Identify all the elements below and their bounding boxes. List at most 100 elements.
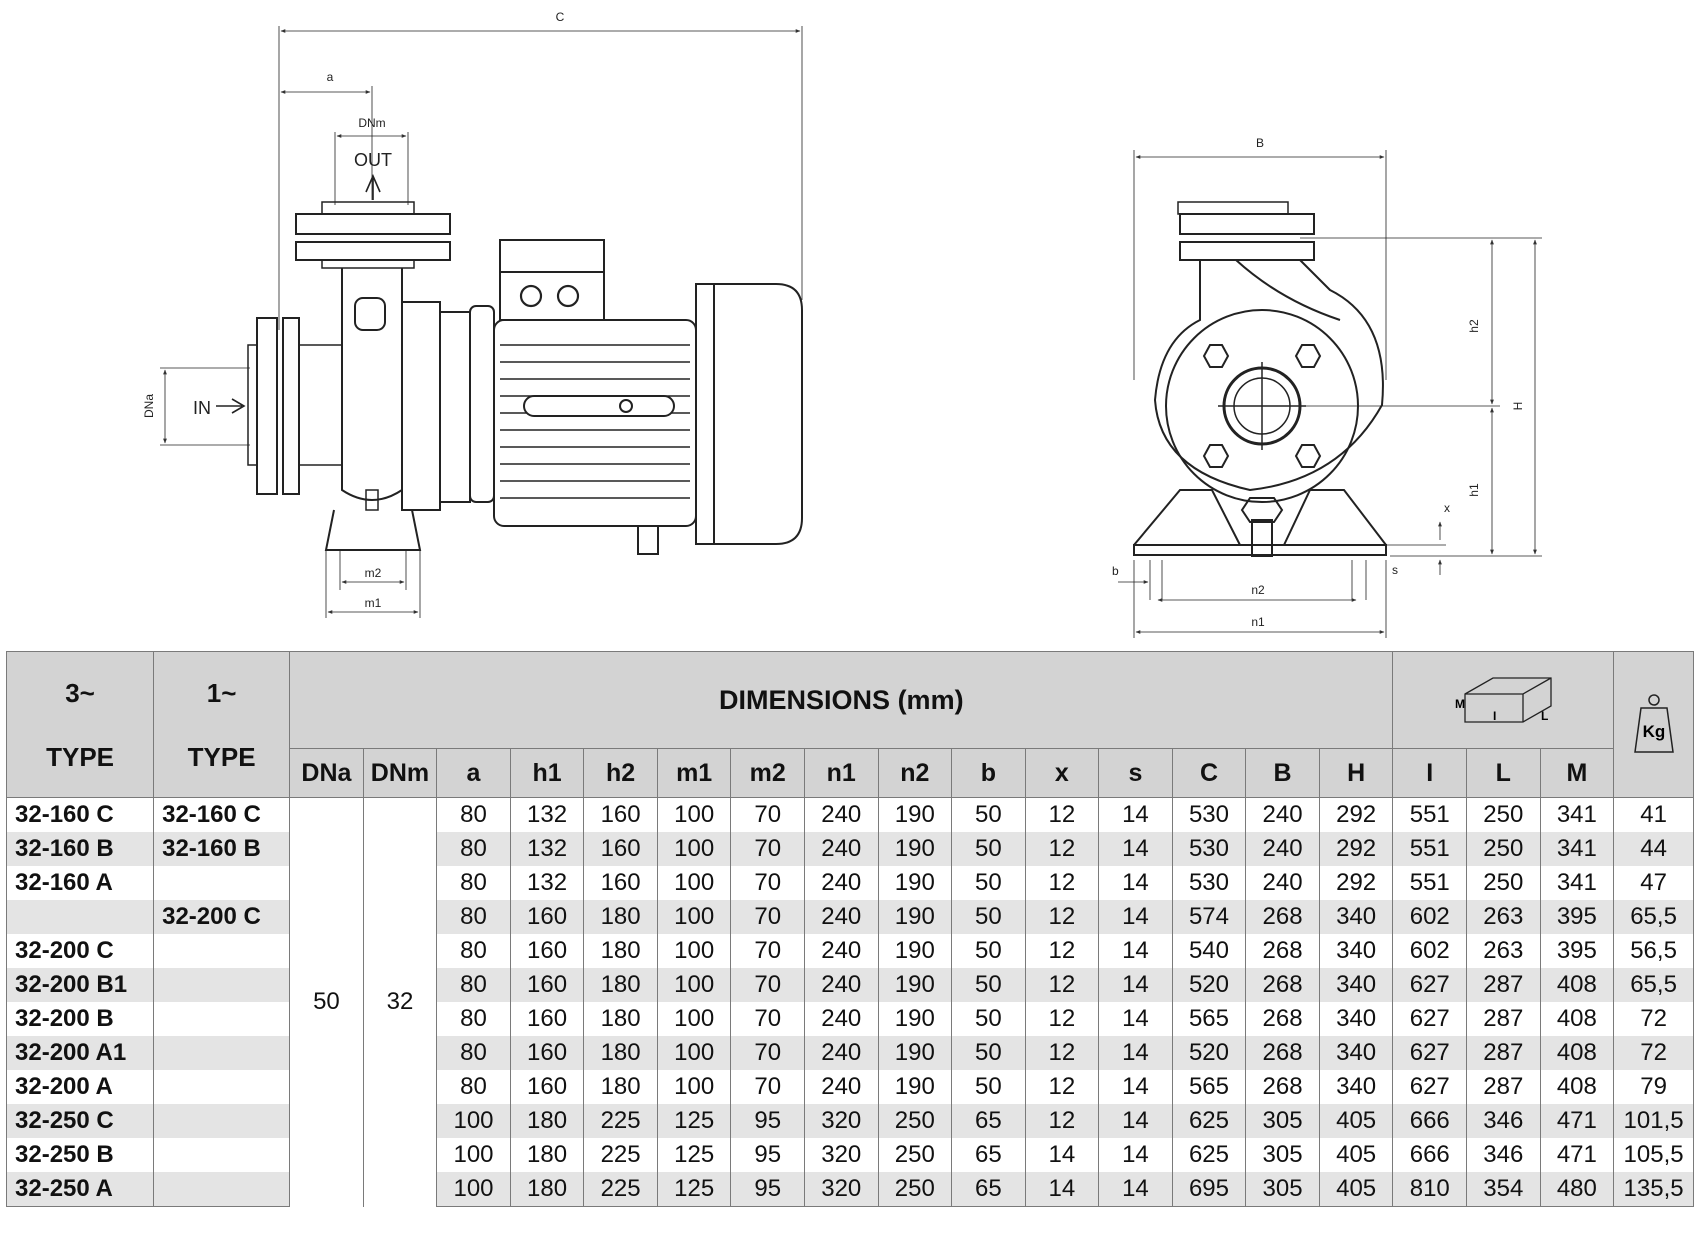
- table-cell: 14: [1098, 1104, 1173, 1138]
- table-cell: 14: [1098, 832, 1173, 866]
- table-cell: 80: [436, 797, 511, 832]
- table-cell: 70: [730, 832, 805, 866]
- table-cell: 65,5: [1613, 968, 1694, 1002]
- table-cell: 346: [1466, 1104, 1541, 1138]
- table-cell: 14: [1098, 1002, 1173, 1036]
- table-cell: 70: [730, 866, 805, 900]
- table-cell: 125: [656, 1104, 732, 1138]
- single-phase-type-cell: [153, 1172, 291, 1207]
- table-cell: 12: [1024, 934, 1100, 968]
- table-cell: 160: [583, 866, 658, 900]
- table-cell: 72: [1613, 1002, 1694, 1036]
- three-phase-type-cell: 32-200 C: [5, 934, 155, 968]
- three-phase-symbol: 3~: [65, 677, 95, 708]
- table-cell: 287: [1466, 1070, 1541, 1104]
- weight-icon: Kg: [1633, 693, 1674, 753]
- table-cell: 50: [951, 866, 1026, 900]
- three-phase-type-cell: 32-250 A: [5, 1172, 155, 1207]
- table-cell: 666: [1392, 1104, 1468, 1138]
- table-cell: 240: [803, 900, 879, 934]
- table-cell: 44: [1613, 832, 1694, 866]
- table-cell: 305: [1245, 1104, 1320, 1138]
- table-cell: 341: [1539, 797, 1615, 832]
- table-cell: 190: [877, 1002, 953, 1036]
- label-a: a: [327, 70, 334, 84]
- table-cell: 292: [1318, 797, 1394, 832]
- table-cell: 14: [1098, 900, 1173, 934]
- table-cell: 180: [583, 1036, 658, 1070]
- table-cell: 12: [1024, 866, 1100, 900]
- table-cell: 50: [951, 797, 1026, 832]
- table-cell: 340: [1318, 1070, 1394, 1104]
- table-cell: 95: [730, 1172, 805, 1207]
- table-cell: 530: [1171, 832, 1247, 866]
- table-cell: 100: [436, 1104, 511, 1138]
- table-cell: 190: [877, 968, 953, 1002]
- box-label-L: L: [1541, 709, 1548, 723]
- single-phase-type-cell: [153, 968, 291, 1002]
- table-cell: 125: [656, 1138, 732, 1172]
- weight-unit: Kg: [1642, 722, 1665, 741]
- table-cell: 602: [1392, 934, 1468, 968]
- table-cell: 340: [1318, 968, 1394, 1002]
- table-cell: 240: [1245, 832, 1320, 866]
- col-x: x: [1024, 748, 1100, 798]
- table-cell: 240: [1245, 866, 1320, 900]
- table-cell: 50: [951, 900, 1026, 934]
- table-cell: 160: [509, 900, 585, 934]
- label-DNa: DNa: [142, 394, 156, 418]
- label-x: x: [1444, 501, 1450, 515]
- table-cell: 79: [1613, 1070, 1694, 1104]
- col-M: M: [1539, 748, 1615, 798]
- table-cell: 50: [951, 1002, 1026, 1036]
- dimensions-header: DIMENSIONS (mm): [289, 651, 1394, 749]
- table-cell: 627: [1392, 1070, 1468, 1104]
- table-cell: 14: [1098, 1138, 1173, 1172]
- dimensions-table: 3~ TYPE 1~ TYPE DIMENSIONS (mm) M I L: [5, 651, 1694, 1207]
- label-h2: h2: [1467, 319, 1481, 333]
- single-phase-symbol: 1~: [206, 677, 237, 708]
- table-cell: 190: [877, 832, 953, 866]
- col-DNa: DNa: [289, 748, 364, 798]
- label-m1: m1: [365, 596, 382, 610]
- table-cell: 405: [1318, 1138, 1394, 1172]
- table-cell: 12: [1024, 900, 1100, 934]
- table-cell: 80: [436, 900, 511, 934]
- table-cell: 100: [656, 1036, 732, 1070]
- table-cell: 72: [1613, 1036, 1694, 1070]
- side-view-labels: C a DNm OUT IN DNa m2 m1: [142, 10, 565, 610]
- table-cell: 50: [951, 968, 1026, 1002]
- table-cell: 180: [509, 1104, 585, 1138]
- table-cell: 405: [1318, 1172, 1394, 1207]
- table-cell: 268: [1245, 1002, 1320, 1036]
- table-cell: 180: [509, 1138, 585, 1172]
- single-phase-type-cell: [153, 866, 291, 900]
- table-cell: 100: [656, 934, 732, 968]
- dnm-value-cell: 32: [362, 797, 438, 1207]
- label-s: s: [1392, 563, 1398, 577]
- table-cell: 160: [509, 968, 585, 1002]
- table-cell: 354: [1466, 1172, 1541, 1207]
- table-cell: 100: [656, 968, 732, 1002]
- table-cell: 80: [436, 1002, 511, 1036]
- single-phase-type-cell: [153, 1036, 291, 1070]
- table-cell: 190: [877, 797, 953, 832]
- table-cell: 70: [730, 1070, 805, 1104]
- single-phase-type-cell: [153, 934, 291, 968]
- table-cell: 50: [951, 832, 1026, 866]
- table-cell: 125: [656, 1172, 732, 1207]
- table-cell: 240: [803, 934, 879, 968]
- table-cell: 14: [1098, 1172, 1173, 1207]
- table-cell: 320: [803, 1172, 879, 1207]
- table-cell: 14: [1024, 1172, 1100, 1207]
- col-I: I: [1392, 748, 1468, 798]
- table-cell: 70: [730, 934, 805, 968]
- single-phase-type-cell: [153, 1002, 291, 1036]
